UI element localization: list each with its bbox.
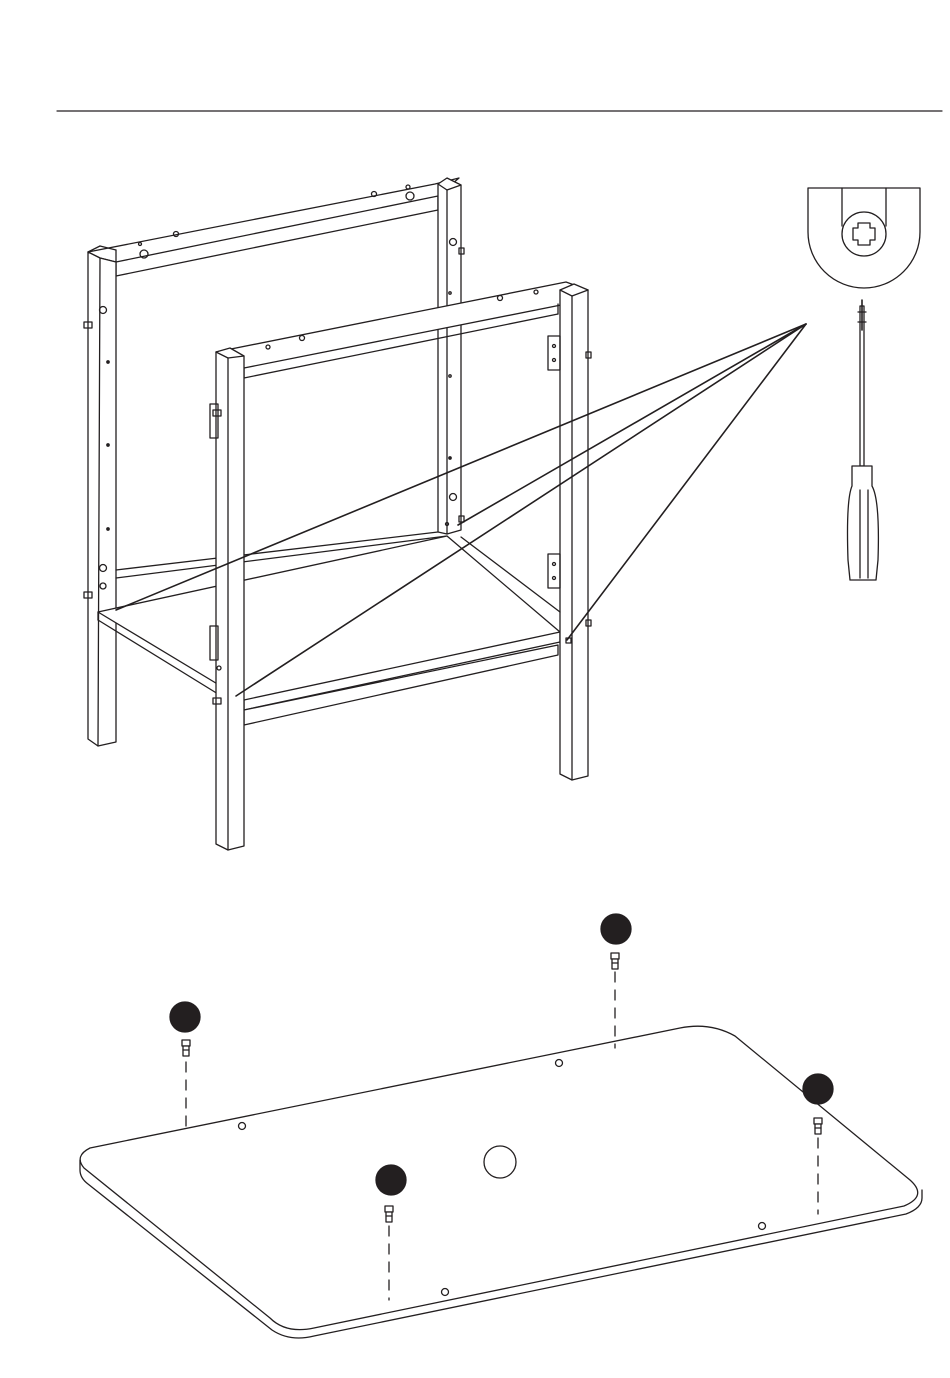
callout-badge	[376, 1165, 406, 1195]
callout-badge	[170, 1002, 200, 1032]
cam-lock-detail-icon	[808, 188, 920, 288]
back-left-leg	[84, 246, 116, 746]
callout-badge	[803, 1074, 833, 1104]
screw-icon	[385, 1206, 393, 1222]
screw-icon	[611, 953, 619, 969]
callout-badge	[601, 914, 631, 944]
shelf-panel	[98, 536, 560, 710]
screw-icon	[182, 1040, 190, 1056]
front-right-leg	[548, 284, 591, 780]
screw-icon	[814, 1118, 822, 1134]
front-top-rail	[216, 282, 588, 378]
table-top-panel	[80, 1026, 922, 1338]
back-top-rail	[88, 178, 459, 276]
phillips-screwdriver-icon	[848, 300, 879, 580]
back-right-leg	[438, 178, 464, 534]
